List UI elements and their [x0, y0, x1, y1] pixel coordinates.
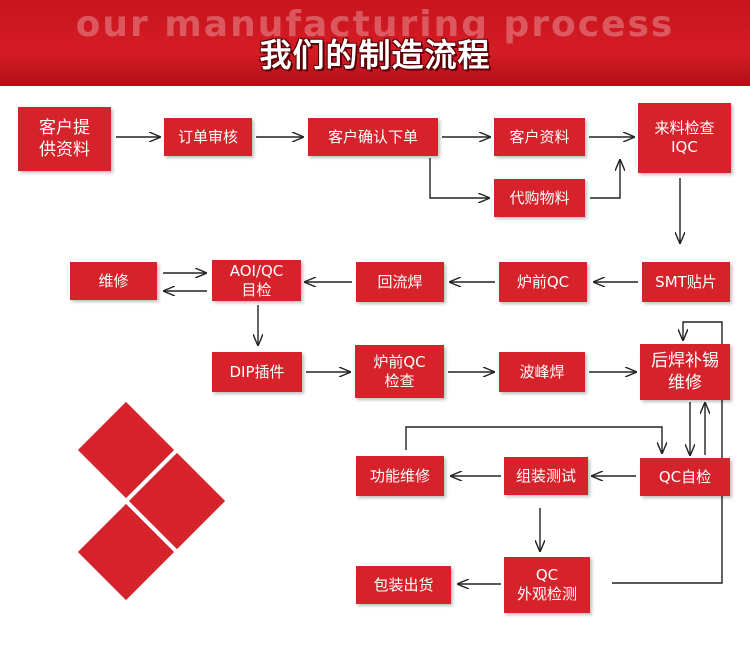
step-function-repair: 功能维修: [356, 456, 444, 496]
step-pre-furnace-qc: 炉前QC: [499, 262, 587, 302]
step-purchase-material: 代购物料: [494, 179, 585, 217]
header-chinese-title: 我们的制造流程: [259, 36, 491, 74]
step-order-review: 订单审核: [164, 118, 252, 156]
header-banner: our manufacturing process 我们的制造流程: [0, 0, 750, 86]
step-assembly-test: 组装测试: [504, 457, 588, 495]
step-customer-info: 客户提 供资料: [18, 107, 111, 171]
step-packing: 包装出货: [356, 566, 451, 604]
step-dip: DIP插件: [212, 352, 302, 392]
arrow-appearance-to-postsolder: [612, 321, 723, 584]
arrow-purchase-to-iqc: [590, 160, 620, 199]
arrow-functionrepair-to-qcself: [405, 426, 662, 453]
step-aoi: AOI/QC 目检: [212, 260, 301, 301]
arrow-confirm-to-purchase: [429, 158, 489, 198]
step-smt: SMT贴片: [642, 262, 730, 302]
step-customer-confirm: 客户确认下单: [308, 118, 438, 156]
step-incoming-iqc: 来料检查 IQC: [638, 103, 731, 173]
step-wave-solder: 波峰焊: [499, 352, 585, 392]
step-post-solder: 后焊补锡 维修: [640, 344, 730, 400]
step-customer-material: 客户资料: [494, 118, 585, 156]
step-pre-furnace-check: 炉前QC 检查: [355, 345, 444, 398]
step-qc-self: QC自检: [640, 458, 730, 496]
step-qc-appearance: QC 外观检测: [504, 557, 590, 613]
step-repair: 维修: [70, 262, 157, 300]
step-reflow: 回流焊: [356, 262, 444, 302]
header-english-title: our manufacturing process: [75, 4, 675, 45]
